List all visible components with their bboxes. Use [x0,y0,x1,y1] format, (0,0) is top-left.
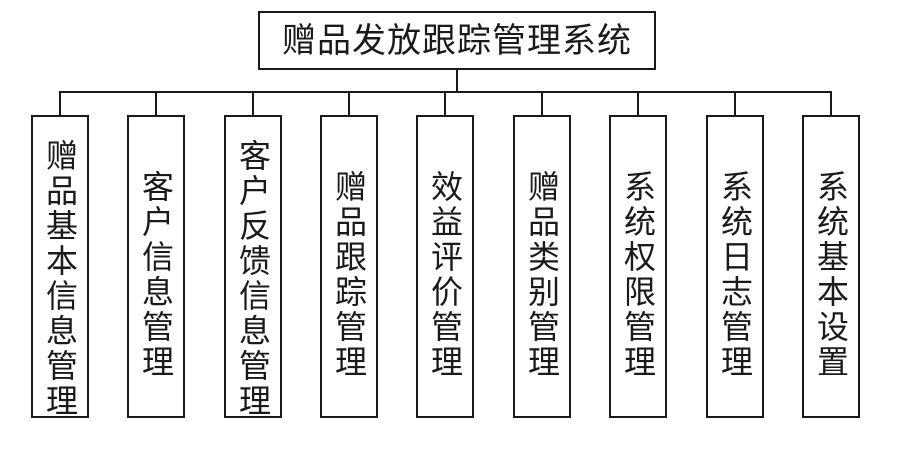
module-box-system-permissions: 系统权限管理 [609,115,667,418]
module-label: 赠品跟踪管理 [330,170,368,380]
module-connector [541,91,543,116]
module-connector [348,91,350,116]
module-connector [637,91,639,116]
module-box-system-log: 系统日志管理 [706,115,764,418]
module-label: 赠品类别管理 [523,170,561,380]
module-label: 赠品基本信息管理 [41,139,79,419]
module-label: 客户反馈信息管理 [234,139,272,419]
module-box-gift-category: 赠品类别管理 [513,115,571,418]
module-connector [830,91,832,116]
module-connector [734,91,736,116]
module-box-system-settings: 系统基本设置 [802,115,860,418]
module-label: 系统日志管理 [716,170,754,380]
module-connector [155,91,157,116]
module-box-benefit-evaluation: 效益评价管理 [416,115,474,418]
module-label: 效益评价管理 [426,170,464,380]
root-system-box: 赠品发放跟踪管理系统 [258,11,656,70]
module-connector [59,91,61,116]
root-connector-vertical [456,70,458,92]
module-box-gift-basic-info: 赠品基本信息管理 [31,115,89,419]
module-box-customer-info: 客户信息管理 [127,115,185,418]
module-label: 系统基本设置 [812,170,850,380]
module-box-gift-tracking: 赠品跟踪管理 [320,115,378,418]
module-label: 客户信息管理 [137,170,175,380]
module-connector [252,91,254,116]
module-connector [444,91,446,116]
root-system-title: 赠品发放跟踪管理系统 [282,20,632,61]
module-label: 系统权限管理 [619,170,657,380]
module-box-customer-feedback: 客户反馈信息管理 [224,115,282,419]
